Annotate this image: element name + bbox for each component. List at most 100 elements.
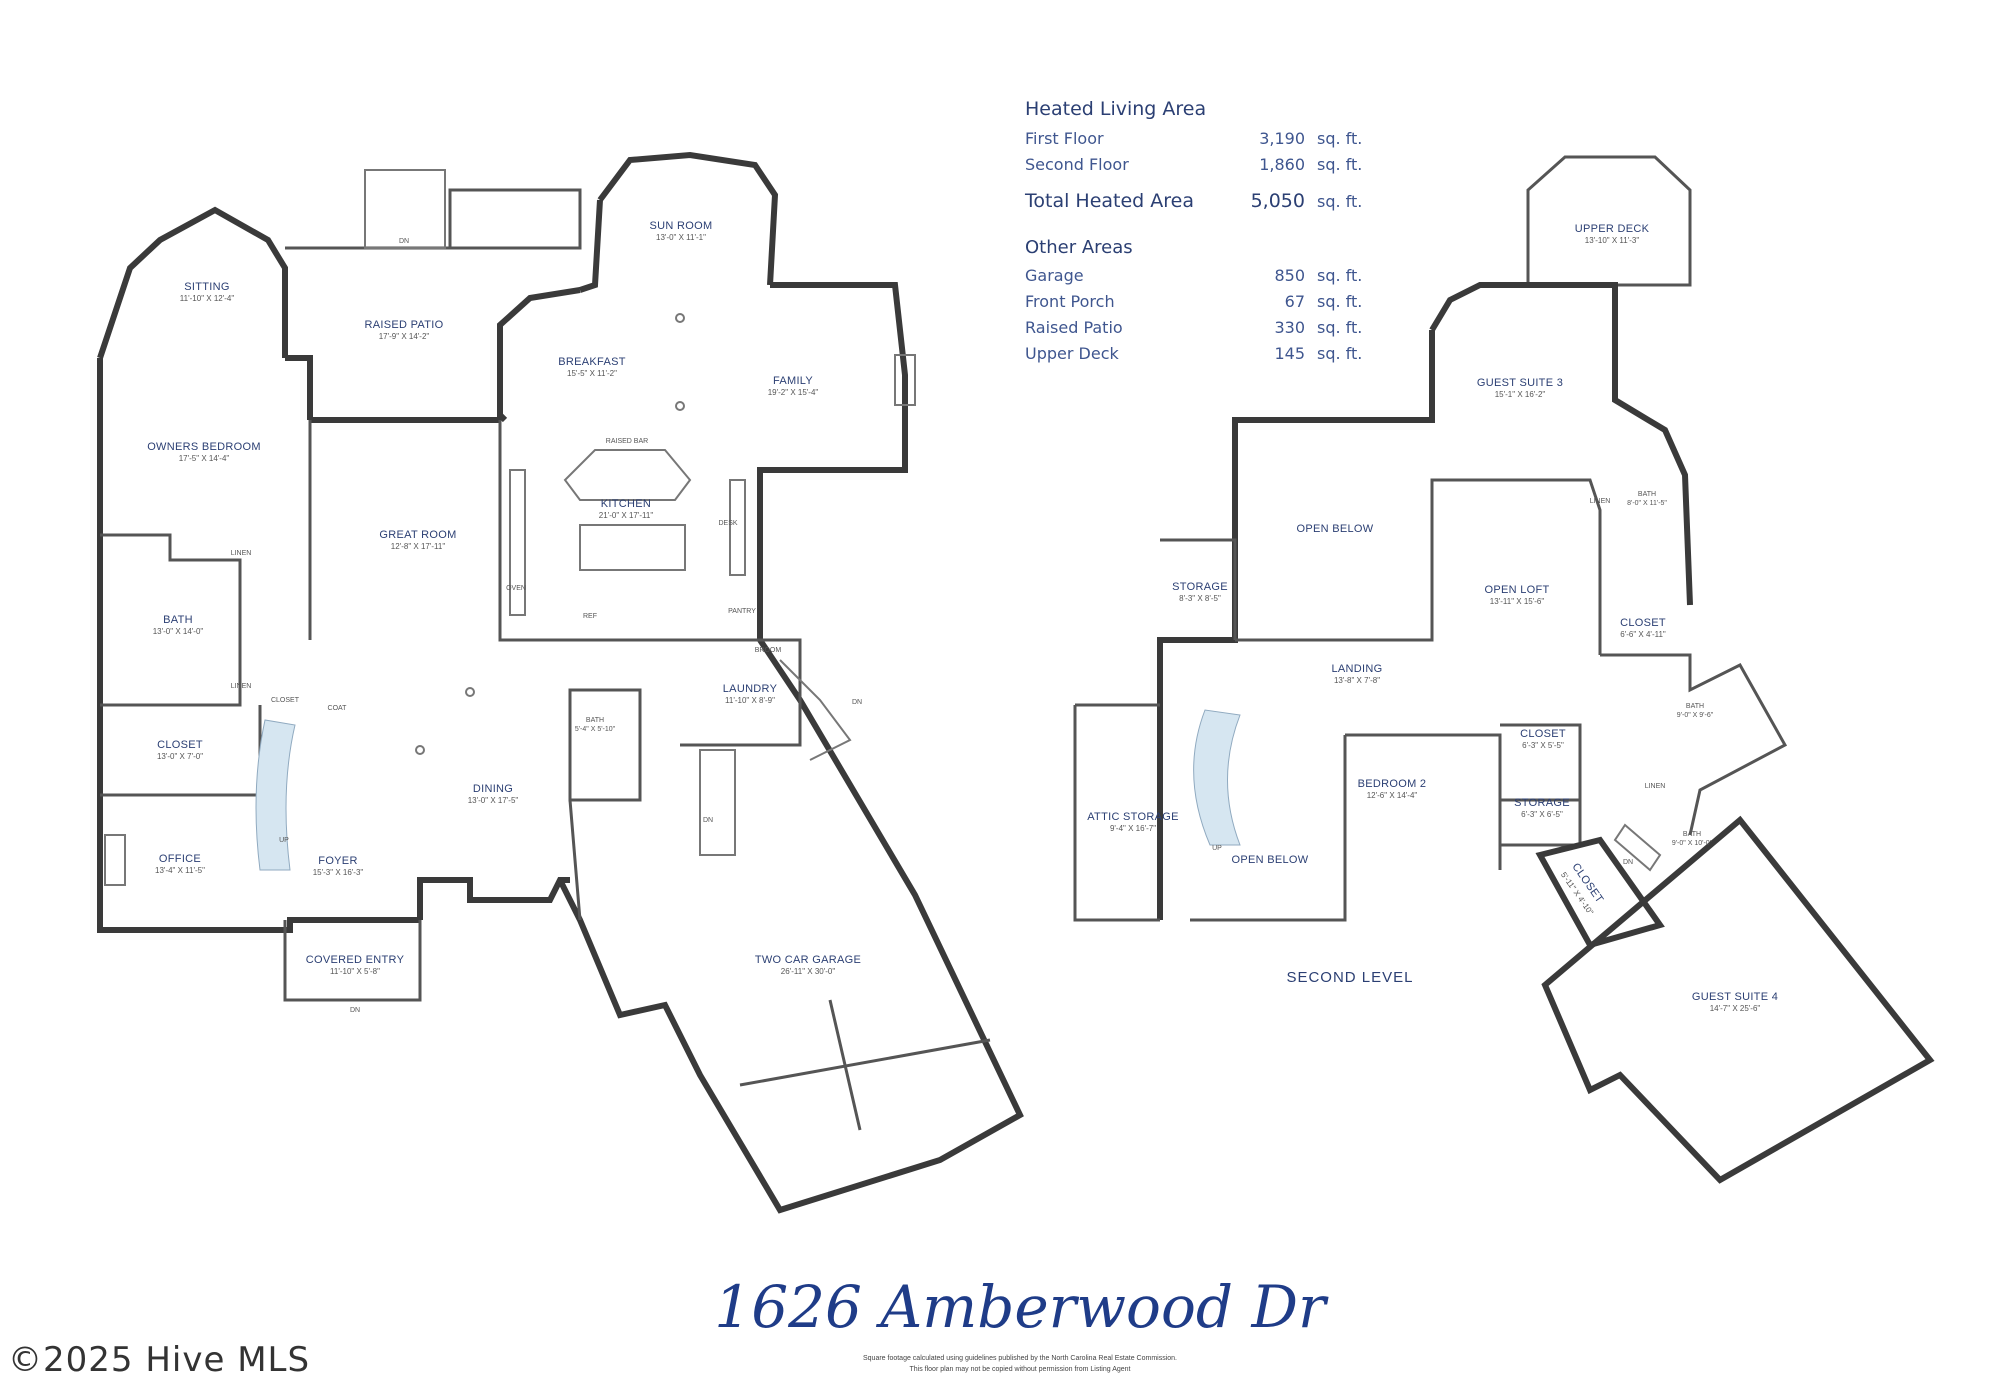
raised-patio-area-label: Raised Patio bbox=[1025, 318, 1123, 337]
first-floor-area-value: 3,190 bbox=[1259, 129, 1305, 148]
raised-patio-area-value: 330 bbox=[1274, 318, 1305, 337]
owners-bedroom-dim: 17'-5" X 14'-4" bbox=[179, 454, 230, 463]
bath-mid-dim: 9'-0" X 9'-6" bbox=[1677, 712, 1714, 719]
storage-left-wall bbox=[1160, 538, 1237, 640]
coat-label: COAT bbox=[328, 705, 348, 712]
landing-label: LANDING bbox=[1332, 663, 1383, 675]
attic-storage-wall bbox=[1073, 703, 1160, 922]
upper-deck-area-value: 145 bbox=[1274, 344, 1305, 363]
first-floor-plan: SITTING 11'-10" X 12'-4" RAISED PATIO 17… bbox=[97, 151, 1024, 1214]
open-loft-dim: 13'-11" X 15'-6" bbox=[1490, 597, 1545, 606]
attic-storage-dim: 9'-4" X 16'-7" bbox=[1110, 824, 1156, 833]
area-summary: Heated Living Area First Floor 3,190 sq.… bbox=[1024, 98, 1362, 363]
patio-dn-label: DN bbox=[399, 238, 409, 245]
bath-mid-label: BATH bbox=[1686, 703, 1704, 710]
closet-small-label: CLOSET bbox=[271, 697, 300, 704]
office-fireplace bbox=[104, 834, 126, 886]
raised-patio-dim: 17'-9" X 14'-2" bbox=[379, 332, 430, 341]
first-floor-left-wall bbox=[97, 358, 420, 933]
broom-label: BROOM bbox=[755, 647, 782, 654]
storage-left-dim: 8'-3" X 8'-5" bbox=[1179, 594, 1221, 603]
storage-mid-wall bbox=[1500, 798, 1582, 847]
front-porch-area-unit: sq. ft. bbox=[1317, 292, 1362, 311]
laundry-dim: 11'-10" X 8'-9" bbox=[725, 696, 775, 705]
linen-top-label: LINEN bbox=[1590, 498, 1611, 505]
bedroom-2-dim: 12'-6" X 14'-4" bbox=[1367, 791, 1418, 800]
footer-note-1: Square footage calculated using guidelin… bbox=[863, 1355, 1177, 1362]
total-area-label: Total Heated Area bbox=[1024, 190, 1194, 212]
dining-label: DINING bbox=[473, 783, 513, 795]
open-below-top-label: OPEN BELOW bbox=[1297, 523, 1374, 535]
raised-patio-stair bbox=[364, 169, 446, 249]
owners-bedroom-label: OWNERS BEDROOM bbox=[147, 441, 261, 453]
garage-door-lines bbox=[739, 999, 991, 1131]
open-below-low-label: OPEN BELOW bbox=[1232, 854, 1309, 866]
raised-bar-label: RAISED BAR bbox=[606, 438, 648, 445]
closet-mid-label: CLOSET bbox=[1520, 728, 1566, 740]
bath-low-dim: 9'-0" X 10'-0" bbox=[1672, 840, 1713, 847]
guest-suite-4-label: GUEST SUITE 4 bbox=[1692, 991, 1778, 1003]
office-dim: 13'-4" X 11'-5" bbox=[155, 866, 205, 875]
kitchen-label: KITCHEN bbox=[601, 498, 651, 510]
other-areas-heading: Other Areas bbox=[1025, 237, 1133, 258]
storage-left-label: STORAGE bbox=[1172, 581, 1228, 593]
sun-room-wall bbox=[597, 151, 779, 286]
breakfast-label: BREAKFAST bbox=[558, 356, 626, 368]
second-floor-curved-stair bbox=[1193, 709, 1241, 846]
closet-right-label: CLOSET bbox=[1620, 617, 1666, 629]
garage-area-unit: sq. ft. bbox=[1317, 266, 1362, 285]
bath-top-dim: 8'-0" X 11'-5" bbox=[1627, 500, 1667, 507]
closet-mid-dim: 6'-3" X 5'-5" bbox=[1522, 741, 1564, 750]
garage-area-label: Garage bbox=[1025, 266, 1084, 285]
family-dim: 19'-2" X 15'-4" bbox=[768, 388, 819, 397]
kitchen-left-wall bbox=[498, 420, 700, 642]
kitchen-island bbox=[579, 524, 686, 571]
bath-low-label: BATH bbox=[1683, 831, 1701, 838]
half-bath-label: BATH bbox=[586, 717, 604, 724]
open-loft-label: OPEN LOFT bbox=[1484, 584, 1549, 596]
upper-deck-outline bbox=[1526, 155, 1692, 287]
foyer-dim: 15'-3" X 16'-3" bbox=[313, 868, 364, 877]
storage-mid-label: STORAGE bbox=[1514, 797, 1570, 809]
second-floor-area-label: Second Floor bbox=[1025, 155, 1129, 174]
second-floor-plan: UPPER DECK 13'-10" X 11'-3" GUEST SUITE … bbox=[1073, 155, 1935, 1184]
second-floor-dn-label: DN bbox=[1623, 859, 1633, 866]
guest-suite-3-dim: 15'-1" X 16'-2" bbox=[1495, 390, 1546, 399]
garage-left-wall bbox=[568, 799, 582, 921]
office-label: OFFICE bbox=[159, 853, 201, 865]
upper-deck-area-unit: sq. ft. bbox=[1317, 344, 1362, 363]
second-floor-down-stair bbox=[1613, 823, 1662, 872]
total-area-unit: sq. ft. bbox=[1317, 192, 1362, 211]
address-title: 1626 Amberwood Dr bbox=[714, 1273, 1329, 1341]
sitting-label: SITTING bbox=[184, 281, 230, 293]
dining-dim: 13'-0" X 17'-5" bbox=[468, 796, 519, 805]
entry-dn-label: DN bbox=[350, 1007, 360, 1014]
second-floor-area-value: 1,860 bbox=[1259, 155, 1305, 174]
linen-mid-label: LINEN bbox=[1645, 783, 1666, 790]
raised-bar-island bbox=[563, 449, 692, 501]
guest-suite-4-dim: 14'-7" X 25'-6" bbox=[1710, 1004, 1761, 1013]
landing-dim: 13'-8" X 7'-8" bbox=[1334, 676, 1380, 685]
column bbox=[675, 313, 685, 323]
guest-suite-4-wall bbox=[1541, 815, 1935, 1184]
second-floor-area-unit: sq. ft. bbox=[1317, 155, 1362, 174]
column bbox=[415, 745, 425, 755]
family-fireplace bbox=[894, 354, 916, 406]
bedroom-2-label: BEDROOM 2 bbox=[1358, 778, 1427, 790]
great-room-label: GREAT ROOM bbox=[379, 529, 456, 541]
garage-area-value: 850 bbox=[1274, 266, 1305, 285]
upper-deck-label: UPPER DECK bbox=[1575, 223, 1650, 235]
sun-room-dim: 13'-0" X 11'-1" bbox=[656, 233, 706, 242]
first-floor-up-label: UP bbox=[279, 837, 289, 844]
raised-patio-stairs bbox=[285, 188, 582, 250]
kitchen-counter-right bbox=[729, 479, 746, 576]
second-floor-left-wall bbox=[1157, 330, 1435, 920]
family-label: FAMILY bbox=[773, 375, 813, 387]
sun-room-left-wall bbox=[579, 199, 603, 293]
first-floor-curved-stair bbox=[255, 719, 296, 871]
linen-label-1: LINEN bbox=[231, 550, 252, 557]
front-porch-area-label: Front Porch bbox=[1025, 292, 1115, 311]
garage-stair-dn-label: DN bbox=[703, 817, 713, 824]
bath-top-label: BATH bbox=[1638, 491, 1656, 498]
